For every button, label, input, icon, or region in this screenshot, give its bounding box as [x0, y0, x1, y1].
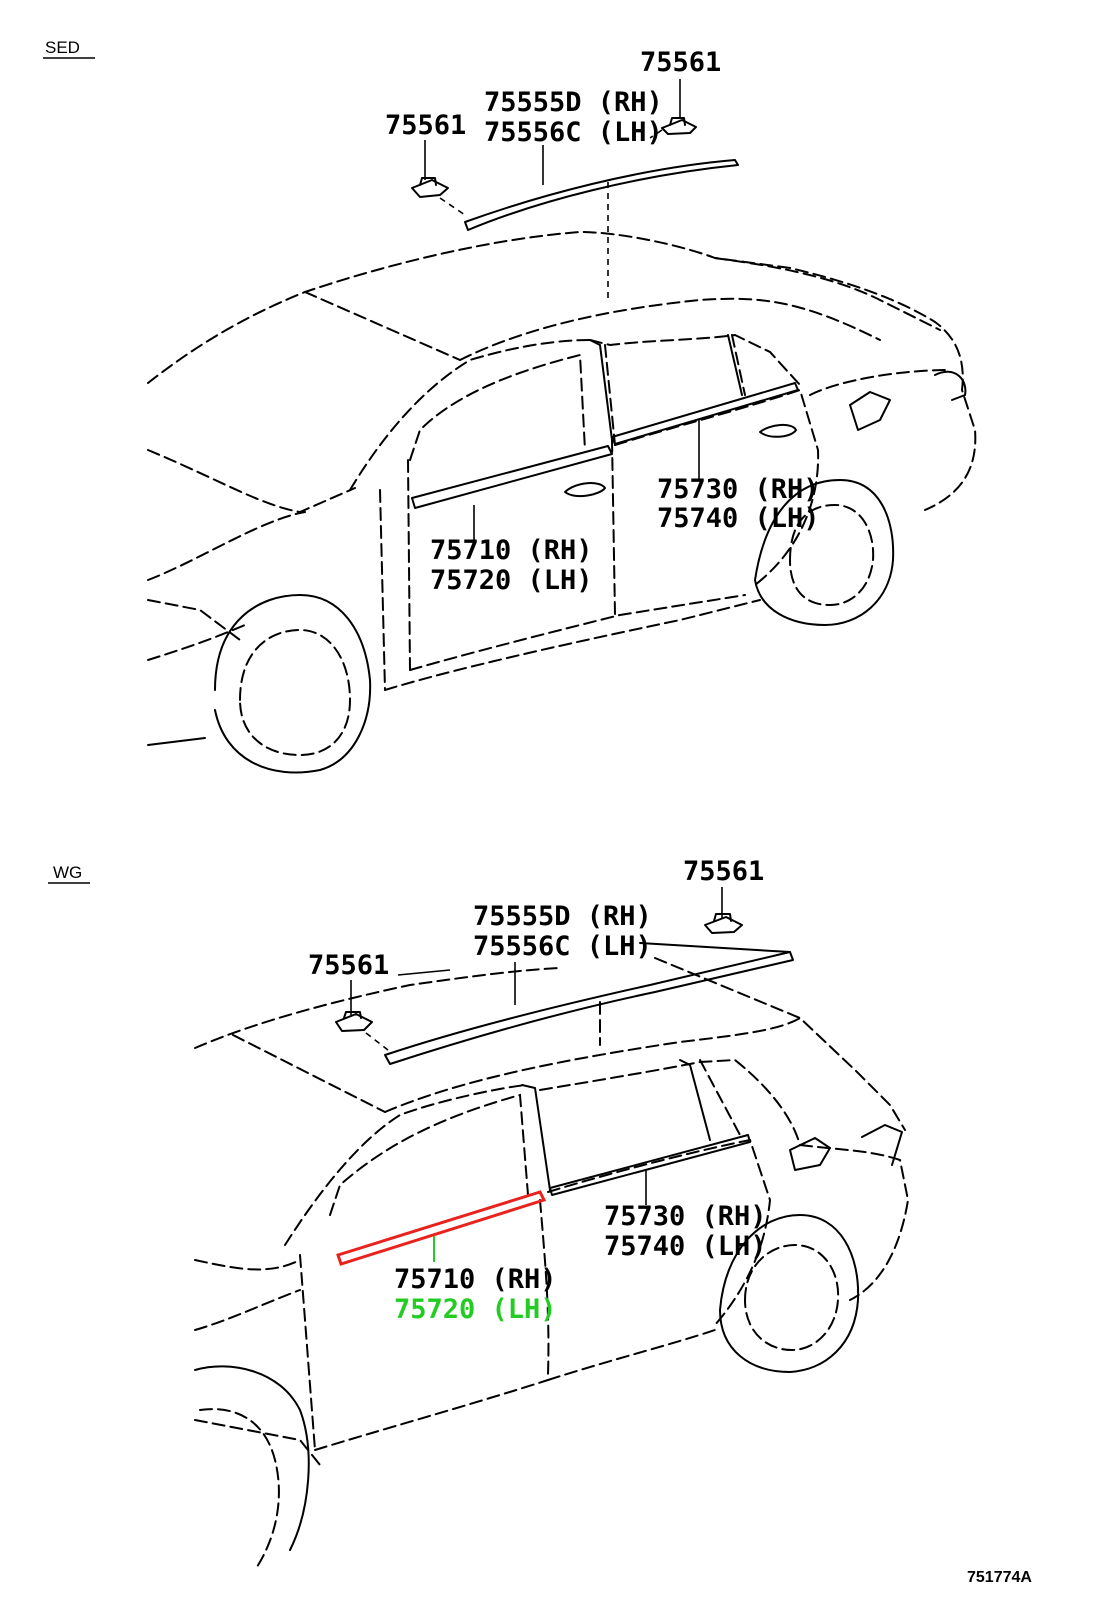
wagon-rear-belt-moulding	[549, 1134, 751, 1196]
callout-wagon-front-lh-highlighted[interactable]: 75720 (LH)	[394, 1294, 557, 1325]
sedan-clip-left	[411, 177, 449, 198]
sedan-car-drawing	[147, 230, 977, 774]
callout-sedan-clip-right: 75561	[640, 47, 721, 78]
sedan-section: SED	[43, 38, 977, 774]
callout-sedan-roof-rh: 75555D (RH)	[484, 87, 663, 118]
callout-wagon-roof-lh: 75556C (LH)	[473, 931, 652, 962]
sedan-clip-right	[661, 117, 697, 135]
callout-sedan-roof-lh: 75556C (LH)	[484, 117, 663, 148]
wagon-front-belt-moulding-highlight	[336, 1190, 547, 1266]
wagon-clip-left	[335, 1011, 373, 1032]
callout-sedan-rear-lh: 75740 (LH)	[657, 503, 820, 534]
callout-sedan-clip-left: 75561	[385, 110, 466, 141]
sedan-roof-moulding	[464, 159, 739, 231]
wagon-roof-moulding	[384, 951, 794, 1065]
wagon-clip-right	[704, 913, 743, 934]
sedan-rear-belt-moulding	[611, 382, 799, 445]
callout-sedan-rear-rh: 75730 (RH)	[657, 474, 820, 505]
callout-wagon-clip-right: 75561	[683, 856, 764, 887]
wagon-section: WG	[48, 856, 910, 1571]
section-label-wagon: WG	[53, 863, 82, 882]
section-label-sedan: SED	[45, 38, 80, 57]
callout-wagon-rear-lh: 75740 (LH)	[604, 1231, 767, 1262]
callout-sedan-front-lh: 75720 (LH)	[430, 565, 593, 596]
sedan-front-belt-moulding	[411, 445, 613, 509]
callout-sedan-front-rh: 75710 (RH)	[430, 535, 593, 566]
callout-wagon-rear-rh: 75730 (RH)	[604, 1201, 767, 1232]
callout-wagon-front-rh: 75710 (RH)	[394, 1264, 557, 1295]
callout-wagon-clip-left: 75561	[308, 950, 389, 981]
callout-wagon-roof-rh: 75555D (RH)	[473, 901, 652, 932]
wagon-car-drawing	[194, 957, 910, 1571]
figure-id: 751774A	[967, 1569, 1032, 1586]
